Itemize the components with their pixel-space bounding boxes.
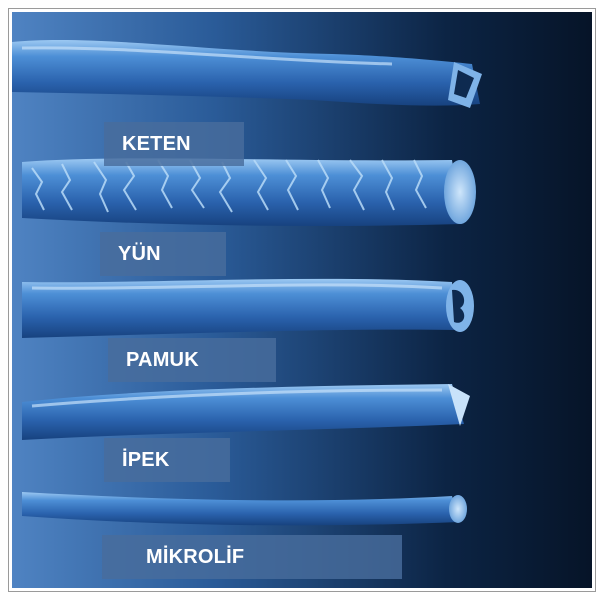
pamuk-fiber: [22, 279, 474, 338]
label-pamuk: PAMUK: [108, 338, 276, 382]
yun-fiber: [22, 158, 476, 226]
fiber-illustration: KETEN YÜN PAMUK İPEK MİKROLİF: [12, 12, 592, 588]
label-yun: YÜN: [100, 232, 226, 276]
label-ipek: İPEK: [104, 438, 230, 482]
label-keten: KETEN: [104, 122, 244, 166]
label-mikrolif: MİKROLİF: [102, 535, 402, 579]
